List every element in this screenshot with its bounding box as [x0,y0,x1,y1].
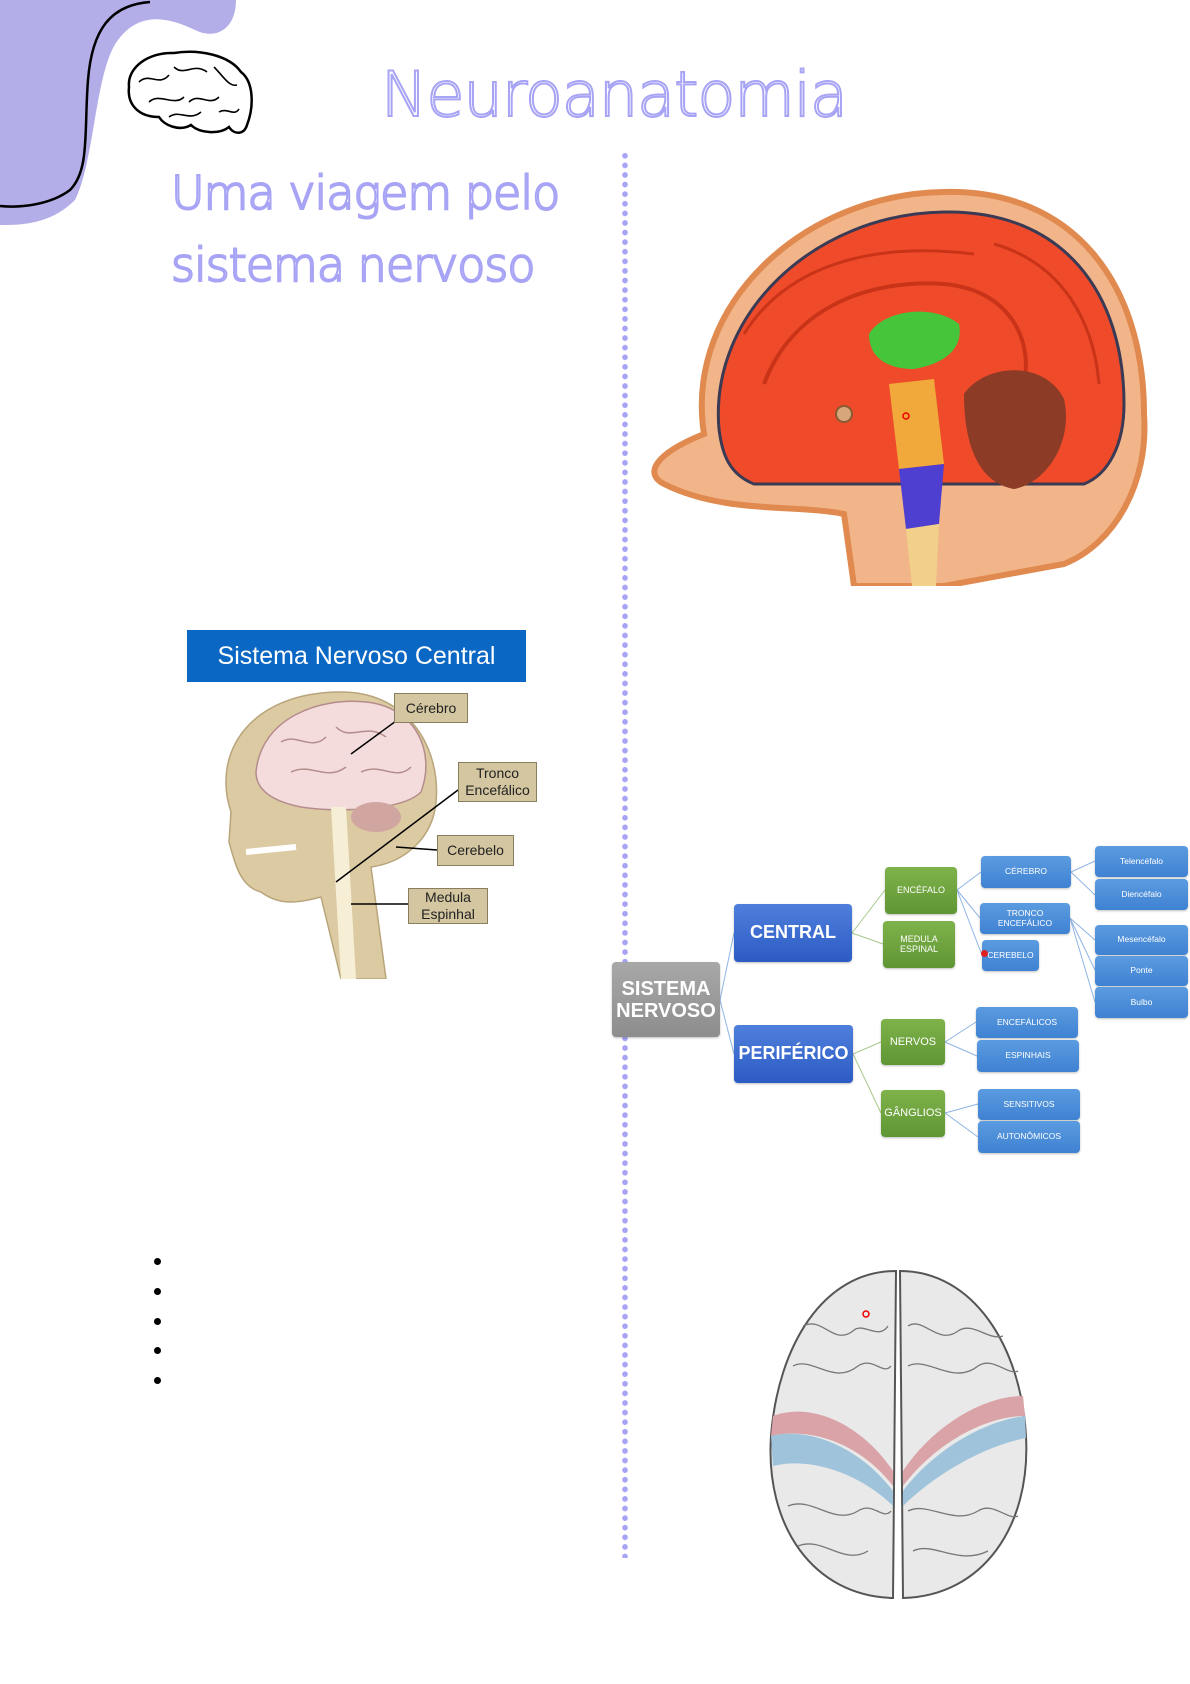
red-marker [981,950,988,957]
node-text: SISTEMA [621,977,711,1000]
label-cerebro: Cérebro [394,693,468,723]
label-text: Medula [425,889,471,906]
node-telencefalo: Telencéfalo [1095,846,1188,877]
node-autonomicos: AUTONÔMICOS [978,1121,1080,1153]
node-central: CENTRAL [734,904,852,962]
list-bullet [154,1318,161,1325]
node-nervos: NERVOS [881,1019,945,1065]
dotted-divider [622,151,628,1558]
node-diencefalo: Diencéfalo [1095,879,1188,910]
node-tronco-encefalico: TRONCO ENCEFÁLICO [980,903,1070,934]
node-text: ESPINAL [899,943,939,954]
node-cerebro: CÉREBRO [981,856,1071,888]
label-cerebelo: Cerebelo [437,835,514,866]
node-periferico: PERIFÉRICO [734,1025,853,1083]
snc-figure [151,622,536,979]
subtitle-line-1: Uma viagem pelo [170,165,561,221]
subtitle-line-2: sistema nervoso [170,237,537,293]
label-text: Espinhal [421,906,475,922]
sagittal-brain-image [651,188,1148,586]
node-ponte: Ponte [1095,956,1188,986]
brain-icon [127,50,253,134]
list-bullet [154,1377,161,1384]
label-text: Tronco [475,765,520,782]
brain-top-view-image [769,1269,1028,1600]
page-title: Neuroanatomia [380,57,849,132]
skull-illustration [225,691,438,979]
label-arrows [335,720,459,905]
node-sensitivos: SENSITIVOS [978,1089,1080,1120]
list-bullet [154,1258,161,1265]
node-bulbo: Bulbo [1095,987,1188,1018]
node-encefalicos: ENCEFÁLICOS [976,1007,1078,1038]
snc-title-banner: Sistema Nervoso Central [187,630,526,682]
list-bullet [154,1347,161,1354]
node-cerebelo: CEREBELO [982,940,1039,971]
node-mesencefalo: Mesencéfalo [1095,925,1188,955]
node-text: NERVOSO [616,999,716,1022]
node-encefalo: ENCÉFALO [885,867,957,914]
list-bullet [154,1288,161,1295]
corner-blob-decoration [0,0,236,225]
label-text: Encefálico [465,782,530,798]
node-espinhais: ESPINHAIS [977,1040,1079,1072]
node-ganglios: GÂNGLIOS [881,1090,945,1137]
node-text: MEDULA [900,933,938,944]
